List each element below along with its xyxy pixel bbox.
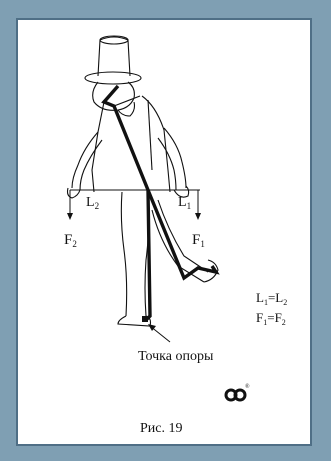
top-hat — [85, 36, 141, 84]
force-arrow-right — [195, 190, 201, 220]
registered-mark: ® — [245, 383, 250, 390]
force-left-label: F2 — [64, 232, 77, 249]
lever-equality: L1=L2 — [256, 290, 287, 307]
force-equality: F1=F2 — [256, 310, 286, 327]
lever-right-label: L1 — [178, 195, 191, 211]
logo-icon: ® — [226, 383, 250, 400]
pivot-pointer-arrow — [148, 324, 170, 342]
head — [93, 82, 135, 116]
pivot-label: Точка опоры — [138, 349, 214, 364]
figure-frame: L2 L1 F2 F1 L1=L2 F1=F2 Точка опоры ® Ри… — [16, 18, 312, 446]
standing-leg — [118, 192, 151, 326]
right-arm — [158, 128, 189, 197]
lever-left-label: L2 — [86, 195, 99, 211]
pivot-point — [142, 316, 148, 322]
force-right-label: F1 — [192, 232, 205, 249]
figure-caption: Рис. 19 — [140, 421, 183, 436]
lever-diagram: L2 L1 F2 F1 L1=L2 F1=F2 Точка опоры ® Ри… — [18, 20, 314, 448]
